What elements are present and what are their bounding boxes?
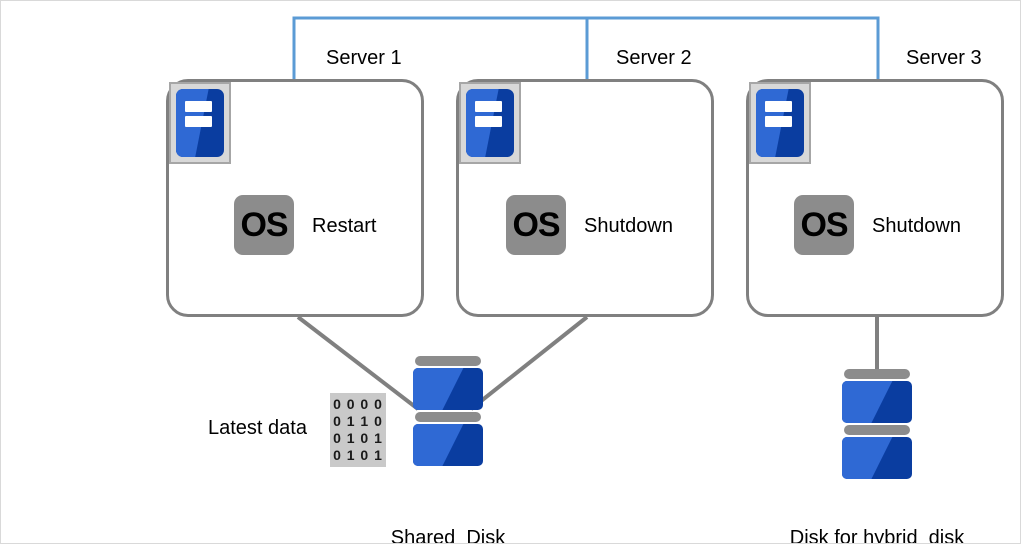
server-icon-body <box>176 89 224 157</box>
connector-server2-to-shared-disk <box>469 315 589 411</box>
server-1-os-badge: OS <box>234 195 294 255</box>
server-icon-body <box>466 89 514 157</box>
server-3-tower-icon <box>749 82 811 164</box>
server-3-os-state: Shutdown <box>872 215 961 237</box>
server-2-title: Server 2 <box>616 47 692 69</box>
disk-slab-lower <box>413 424 483 466</box>
disk-platter-top <box>844 369 910 379</box>
server-2-os-state: Shutdown <box>584 215 673 237</box>
disk-slab-upper <box>842 381 912 423</box>
server-1-os-state: Restart <box>312 215 377 237</box>
server-icon-bar-bottom <box>184 115 213 127</box>
disk-platter-top <box>415 356 481 366</box>
hybrid-disk-caption: Disk for hybrid disk resource <box>727 473 1020 544</box>
shared-disk-icon[interactable] <box>413 356 483 466</box>
server-icon-body <box>756 89 804 157</box>
binary-row-2: 0 1 1 0 <box>333 413 383 429</box>
disk-slab-sheen <box>413 368 464 410</box>
server-icon-bar-top <box>474 100 503 112</box>
disk-slab-lower <box>842 437 912 479</box>
connector-server1-to-shared-disk <box>296 315 420 411</box>
server-2-tower-icon <box>459 82 521 164</box>
server-3-os-badge: OS <box>794 195 854 255</box>
server-1-title: Server 1 <box>326 47 402 69</box>
server-3-title: Server 3 <box>906 47 982 69</box>
server-2-os-badge: OS <box>506 195 566 255</box>
network-bracket-icon <box>292 16 880 79</box>
binary-row-3: 0 1 0 1 <box>333 430 383 446</box>
server-icon-bar-top <box>184 100 213 112</box>
server-icon-bar-bottom <box>764 115 793 127</box>
hybrid-disk-icon[interactable] <box>842 369 912 479</box>
disk-slab-upper <box>413 368 483 410</box>
disk-slab-sheen <box>842 381 893 423</box>
server-icon-bar-top <box>764 100 793 112</box>
shared-disk-caption-line1: Shared Disk <box>390 527 506 544</box>
shared-disk-caption: Shared Disk for hybrid disk resource <box>298 473 598 544</box>
server-icon-bar-bottom <box>474 115 503 127</box>
hybrid-disk-caption-line1: Disk for hybrid disk <box>789 527 965 544</box>
binary-data-block-icon: 0 0 0 0 0 1 1 0 0 1 0 1 0 1 0 1 <box>330 393 386 467</box>
binary-row-4: 0 1 0 1 <box>333 447 383 463</box>
disk-slab-sheen <box>413 424 464 466</box>
disk-divider <box>844 425 910 435</box>
disk-divider <box>415 412 481 422</box>
binary-row-1: 0 0 0 0 <box>333 396 383 412</box>
latest-data-label: Latest data <box>208 417 307 439</box>
server-1-tower-icon <box>169 82 231 164</box>
